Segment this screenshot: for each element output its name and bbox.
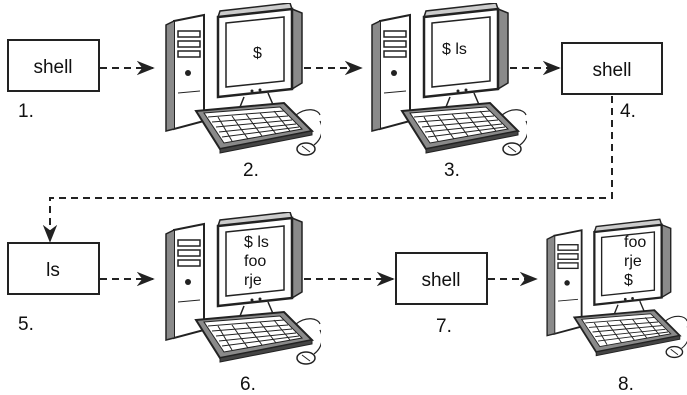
- screen-line-2-1: $: [253, 45, 262, 62]
- step-number-3: 3.: [444, 160, 460, 181]
- step-number-5: 5.: [18, 314, 34, 335]
- screen-line-8-3: $: [624, 272, 633, 289]
- step-2: $ 2.: [164, 3, 321, 181]
- screen-line-8-1: foo: [624, 234, 646, 251]
- step-1: shell 1.: [7, 39, 100, 122]
- screen-line-6-2: foo: [244, 253, 266, 270]
- shell-box-1: [7, 39, 100, 92]
- step-7: shell 7.: [395, 252, 488, 337]
- screen-line-8-2: rje: [624, 253, 642, 270]
- flow-arrow-4-5: [42, 96, 613, 243]
- step-8: foo rje $ 8.: [545, 218, 687, 395]
- step-number-1: 1.: [18, 101, 34, 122]
- step-5: ls 5.: [7, 242, 100, 335]
- shell-box-7: [395, 252, 488, 305]
- step-number-2: 2.: [243, 160, 259, 181]
- step-number-7: 7.: [436, 316, 452, 337]
- box-label-7: shell: [421, 270, 460, 291]
- computer-icon-2: [164, 3, 321, 157]
- step-3: $ ls 3.: [370, 3, 527, 181]
- step-number-8: 8.: [618, 374, 634, 395]
- step-6: $ ls foo rje 6.: [164, 212, 321, 395]
- screen-line-6-3: rje: [244, 272, 262, 289]
- step-number-4: 4.: [620, 101, 636, 122]
- screen-line-6-1: $ ls: [244, 234, 269, 251]
- ls-box-5: [7, 242, 100, 295]
- screen-line-3-1: $ ls: [442, 41, 467, 58]
- box-label-4: shell: [592, 60, 631, 81]
- computer-icon-8: [545, 218, 687, 359]
- box-label-5: ls: [46, 260, 60, 281]
- shell-box-4: [561, 42, 663, 95]
- step-4: shell 4.: [561, 42, 663, 122]
- computer-icon-3: [370, 3, 527, 157]
- box-label-1: shell: [33, 57, 72, 78]
- step-number-6: 6.: [240, 374, 256, 395]
